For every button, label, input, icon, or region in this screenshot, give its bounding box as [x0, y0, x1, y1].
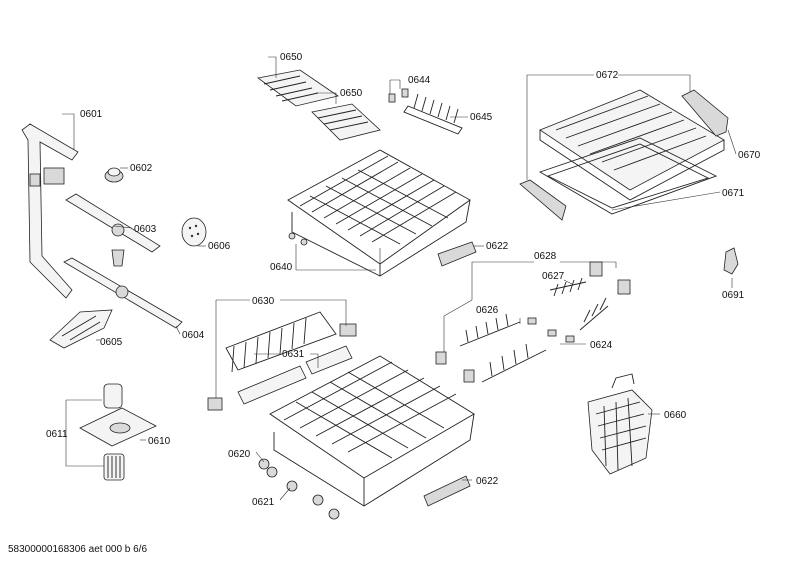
clip-0644: [388, 88, 409, 103]
part-labels: 0650 0650 0644 0645 0672 0670 0671 0601 …: [46, 52, 761, 508]
label-0622-lower: 0622: [476, 476, 499, 487]
tine-row-0630: [207, 311, 357, 411]
lower-basket-0620: [269, 355, 475, 507]
spray-arm-cover-0605: [49, 309, 113, 349]
label-0670: 0670: [738, 150, 761, 161]
lower-spray-arm-0604: [63, 257, 183, 329]
drawer-rail-0671: [538, 137, 718, 215]
label-0622-upper: 0622: [486, 241, 509, 252]
label-0660: 0660: [664, 410, 687, 421]
label-0611: 0611: [46, 429, 68, 440]
handle-0622-upper: [437, 241, 477, 267]
label-0624: 0624: [590, 340, 613, 351]
label-0603: 0603: [134, 224, 157, 235]
label-0631: 0631: [282, 349, 305, 360]
label-0621: 0621: [252, 497, 275, 508]
clip-0624: [527, 317, 575, 343]
label-0671: 0671: [722, 188, 745, 199]
tine-rack-0626: [459, 313, 547, 383]
label-0640: 0640: [270, 262, 293, 273]
filter-assembly-0611: [79, 383, 157, 481]
tine-rack-0645: [403, 93, 463, 135]
label-0626: 0626: [476, 305, 499, 316]
hook-0691: [723, 247, 739, 275]
label-0645: 0645: [470, 112, 493, 123]
label-0604: 0604: [182, 330, 205, 341]
handle-0622-lower: [423, 475, 471, 507]
label-0601: 0601: [80, 109, 103, 120]
label-0605: 0605: [100, 337, 123, 348]
tine-rack-0627: [549, 277, 609, 331]
cutlery-drawer-0672: [539, 89, 725, 201]
upper-spray-arm-0603: [65, 193, 161, 267]
cutlery-basket-0660: [587, 373, 653, 475]
nut-0602: [104, 167, 124, 183]
label-0650-upper: 0650: [280, 52, 303, 63]
leader-lines: [62, 56, 737, 501]
cutlery-tray-0650-lower: [311, 103, 381, 141]
label-0627: 0627: [542, 271, 565, 282]
filter-disc-0606: [181, 217, 207, 247]
label-0610: 0610: [148, 436, 171, 447]
holder-0628: [435, 261, 631, 383]
upper-basket-0640: [287, 149, 471, 277]
water-supply-tube-0601: [21, 123, 79, 299]
label-0650-lower: 0650: [340, 88, 363, 99]
tine-section-0631: [237, 345, 353, 405]
label-0630: 0630: [252, 296, 275, 307]
label-0620: 0620: [228, 449, 251, 460]
label-0644: 0644: [408, 75, 431, 86]
cutlery-tray-0650-upper: [257, 69, 339, 107]
wheel-0621: [286, 480, 340, 520]
label-0672: 0672: [596, 70, 619, 81]
wheel-0620: [258, 458, 278, 478]
label-0602: 0602: [130, 163, 153, 174]
drawer-end-cap-0670: [681, 89, 729, 137]
label-0606: 0606: [208, 241, 231, 252]
document-footer: 58300000168306 aet 000 b 6/6: [8, 544, 148, 555]
label-0628: 0628: [534, 251, 557, 262]
label-0691: 0691: [722, 290, 745, 301]
drawer-end-piece: [519, 179, 567, 221]
